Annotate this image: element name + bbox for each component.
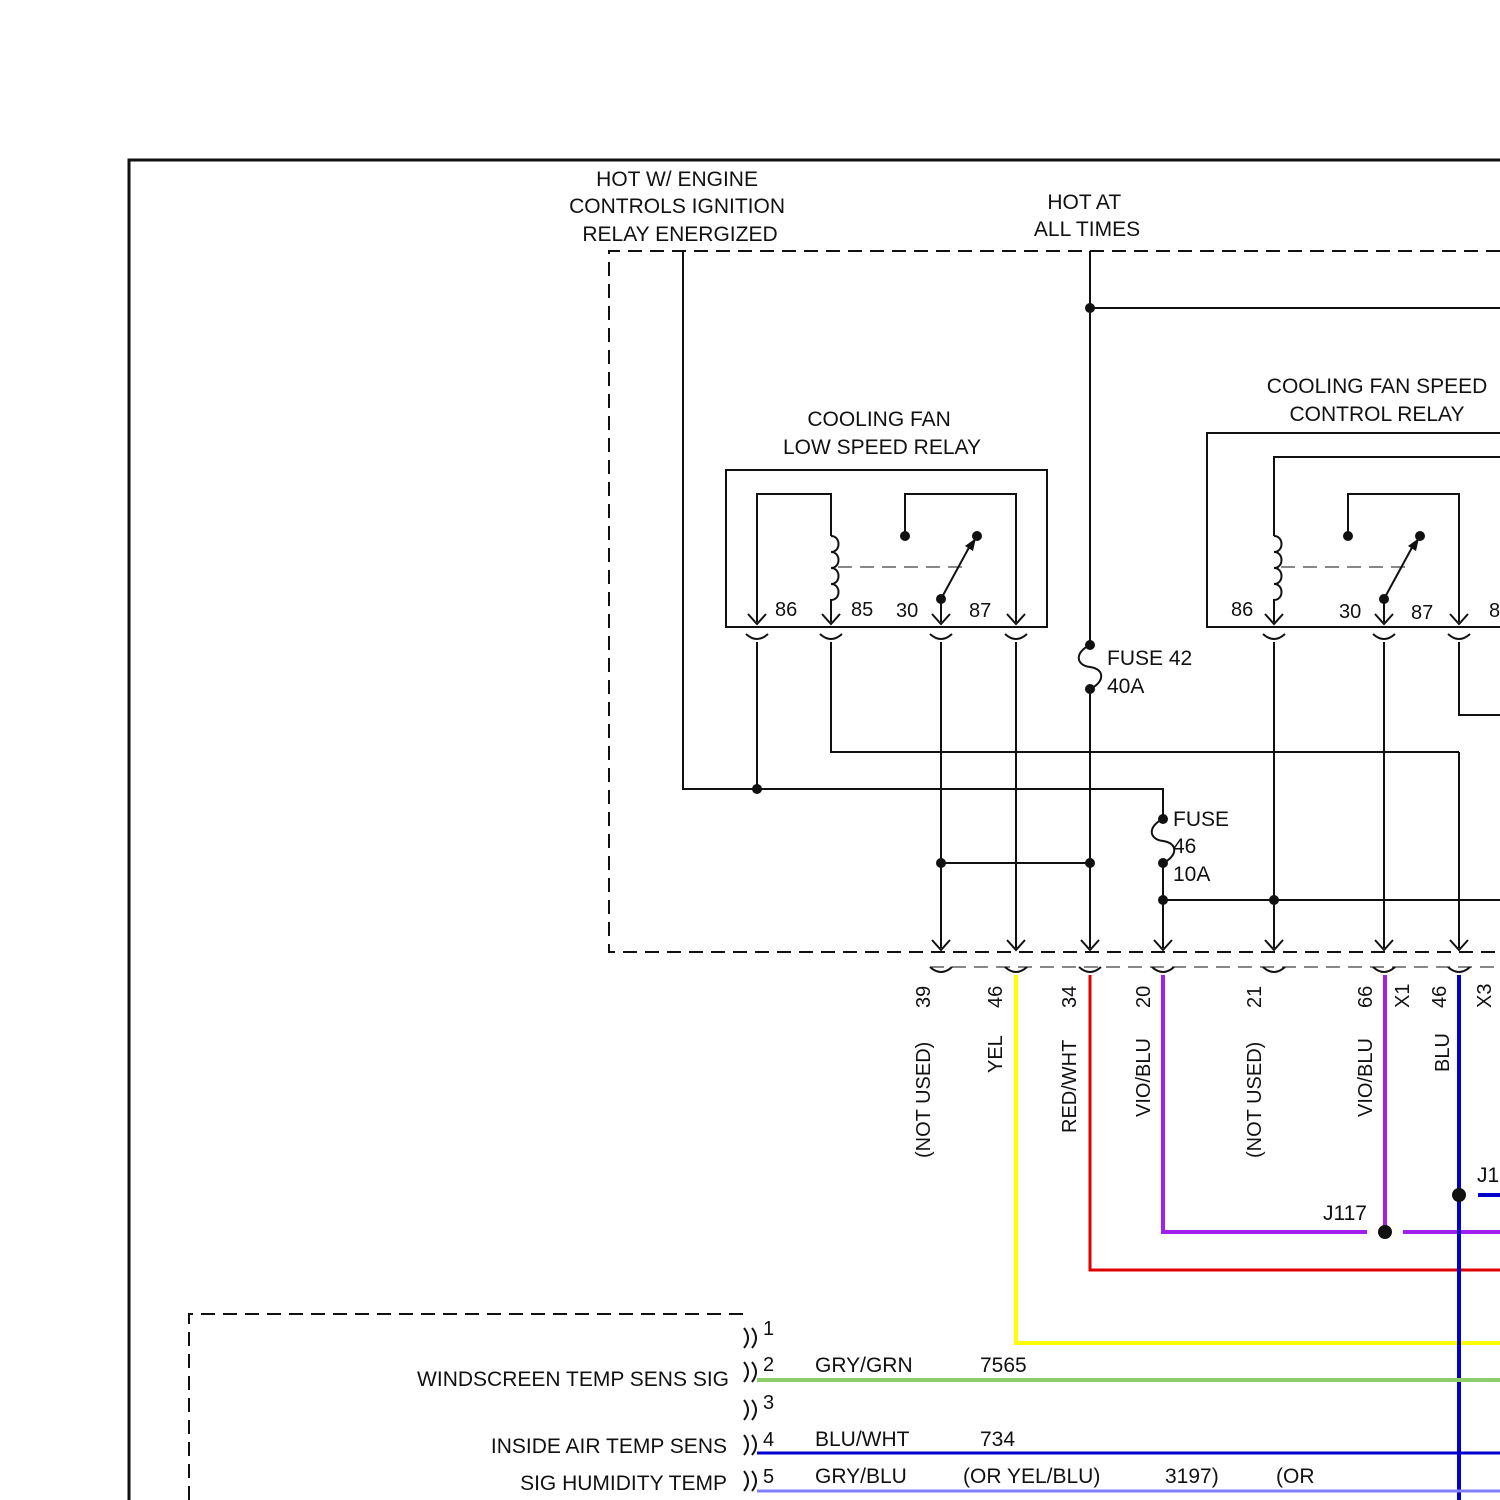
module-signal-label: SIG HUMIDITY TEMP — [520, 1472, 727, 1495]
speed-relay-contact-no — [1415, 531, 1425, 541]
wire-label-not-used-39: (NOT USED) — [913, 1042, 935, 1158]
speed-relay-pin-30: 30 — [1339, 601, 1361, 623]
low-relay-pin-86: 86 — [775, 599, 797, 621]
low-relay-86-splice — [752, 784, 762, 794]
module-circuit-number: 7565 — [980, 1354, 1027, 1377]
fuse42-splice-dot — [1085, 858, 1095, 868]
speed-relay-switch-arrow — [1408, 538, 1419, 551]
junction-box-boundary — [609, 251, 1500, 952]
low-relay-switch-arm — [941, 542, 972, 599]
speed-relay-switch-arm — [1384, 542, 1415, 599]
page-frame — [129, 160, 1500, 1500]
fuse46-splice-dot — [1158, 895, 1168, 905]
battery-splice-dot — [1085, 303, 1095, 313]
pin-46-blu: 46 — [1429, 986, 1451, 1008]
module-pin-row-2: 2 WINDSCREEN TEMP SENS SIG GRY/GRN 7565 — [417, 1354, 1027, 1391]
hot-engine-label: HOT W/ ENGINE CONTROLS IGNITION RELAY EN… — [569, 168, 791, 246]
module-pin-number: 5 — [763, 1466, 774, 1488]
module-circuit-number: 3197) — [1165, 1465, 1219, 1488]
speed-relay-contact-nc — [1343, 531, 1353, 541]
low-relay-coil — [831, 536, 839, 622]
low-relay-sockets — [746, 634, 1027, 639]
pin-x3: X3 — [1474, 984, 1496, 1008]
speed-relay-pin-86: 86 — [1231, 599, 1253, 621]
module-pin-row-3: 3 — [763, 1392, 774, 1414]
low-relay-switch-arrow — [965, 538, 976, 551]
fuse42-symbol — [1079, 645, 1102, 689]
module-wire-alt2: (OR — [1276, 1465, 1315, 1488]
wire-label-red-wht: RED/WHT — [1059, 1040, 1081, 1133]
low-relay-pin-87: 87 — [969, 600, 991, 622]
pin-66: 66 — [1355, 986, 1377, 1008]
module-pin-row-1: 1 — [763, 1318, 774, 1340]
speed-relay-pin-8: 8 — [1489, 600, 1500, 622]
pin-39: 39 — [913, 986, 935, 1008]
speed-control-relay-title: COOLING FAN SPEED CONTROL RELAY — [1267, 375, 1493, 426]
low-relay-contact-nc — [900, 531, 910, 541]
pin-34: 34 — [1059, 986, 1081, 1008]
speed-relay-inner-wire — [1274, 457, 1500, 536]
fuse46-label: FUSE 46 10A — [1173, 808, 1235, 886]
wire-color-labels: (NOT USED) YEL RED/WHT VIO/BLU (NOT USED… — [913, 1033, 1454, 1158]
module-wire-color: BLU/WHT — [815, 1428, 910, 1451]
hot-all-times-label: HOT AT ALL TIMES — [1034, 191, 1140, 241]
splice-j117 — [1378, 1225, 1392, 1239]
connector-pin-labels: 39 46 34 20 21 66 X1 46 X3 — [913, 984, 1496, 1008]
speed-relay-coil — [1274, 536, 1282, 622]
module-pin-number: 1 — [763, 1318, 774, 1340]
module-signal-label: WINDSCREEN TEMP SENS SIG — [417, 1368, 729, 1391]
pin-20: 20 — [1133, 986, 1155, 1008]
module-wire-alt-color: (OR YEL/BLU) — [963, 1465, 1100, 1488]
pin-46-yel: 46 — [985, 986, 1007, 1008]
module-signal-label: INSIDE AIR TEMP SENS — [491, 1435, 727, 1458]
low-speed-relay-title: COOLING FAN LOW SPEED RELAY — [783, 408, 981, 459]
low-relay-contact-no — [972, 531, 982, 541]
splice-j117-label: J117 — [1323, 1202, 1367, 1225]
module-pin-brackets — [744, 1328, 756, 1491]
splice-j1-label: J1 — [1477, 1164, 1499, 1187]
fuse42-label: FUSE 42 40A — [1107, 647, 1198, 698]
low-relay-pin-85: 85 — [851, 599, 873, 621]
module-pin-number: 4 — [763, 1429, 774, 1451]
red-wht-wire — [1090, 975, 1500, 1270]
module-circuit-number: 734 — [980, 1428, 1015, 1451]
speed-relay-contact-wire — [1348, 494, 1459, 622]
low-relay-contact-wire — [905, 494, 1016, 622]
pin-21: 21 — [1244, 986, 1266, 1008]
wire-label-vio-blu-20: VIO/BLU — [1133, 1038, 1155, 1117]
connector-sockets — [930, 967, 1470, 972]
speed-relay-pin-87: 87 — [1411, 602, 1433, 624]
module-wire-color: GRY/GRN — [815, 1354, 913, 1377]
pin30-splice-dot — [936, 858, 946, 868]
wire-label-not-used-21: (NOT USED) — [1244, 1042, 1266, 1158]
module-pin-number: 3 — [763, 1392, 774, 1414]
module-pin-number: 2 — [763, 1354, 774, 1376]
fuse46-symbol — [1152, 819, 1175, 863]
pin-x1: X1 — [1392, 984, 1414, 1008]
speed-relay-box — [1207, 433, 1500, 627]
wire-label-vio-blu-66: VIO/BLU — [1355, 1038, 1377, 1117]
module-wire-color: GRY/BLU — [815, 1465, 907, 1488]
speed-relay-sockets — [1263, 634, 1470, 639]
junction-terminal-arrows — [932, 940, 1468, 950]
speed-relay-terminal-arrows — [1265, 614, 1468, 624]
wire-label-blu: BLU — [1432, 1033, 1454, 1072]
low-relay-pin-30: 30 — [896, 600, 918, 622]
speed-relay-87-wire — [1459, 642, 1500, 715]
splice-j1 — [1452, 1188, 1466, 1202]
wire-label-yel: YEL — [985, 1035, 1007, 1073]
